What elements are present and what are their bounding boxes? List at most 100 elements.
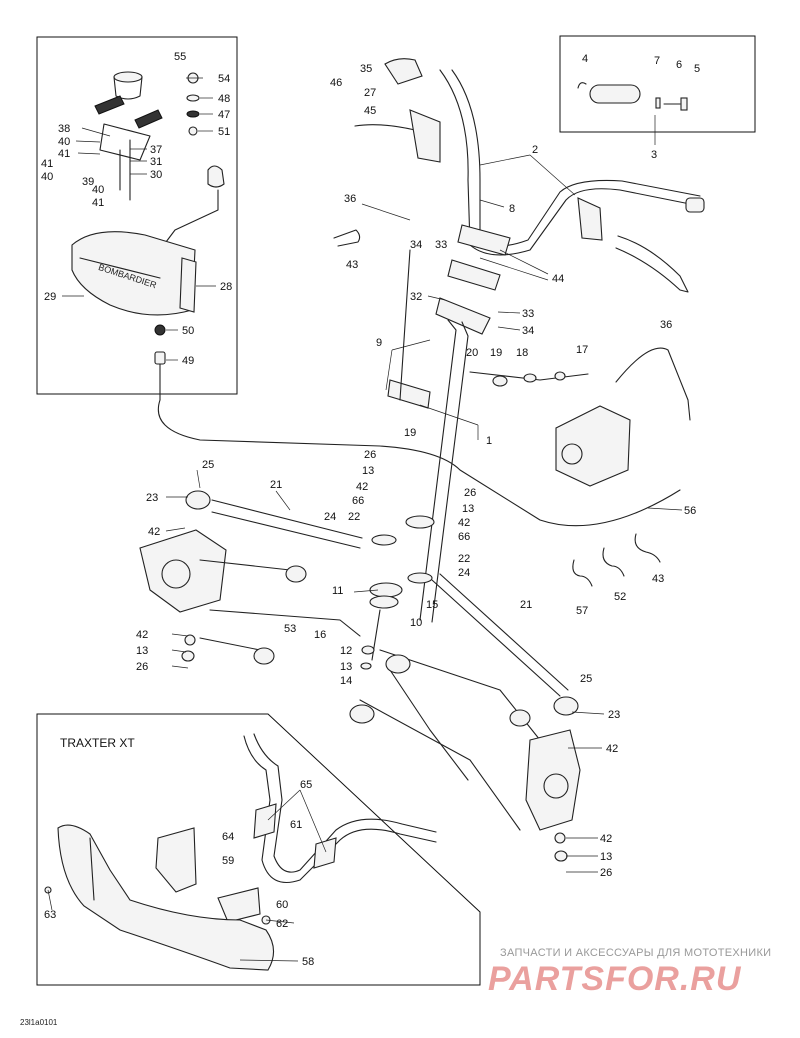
front-suspension (139, 529, 581, 831)
main-handlebar (157, 58, 705, 623)
callout-34: 34 (522, 325, 534, 337)
callout-36: 36 (660, 319, 672, 331)
steering-linkage (181, 490, 661, 862)
callout-29: 29 (44, 291, 56, 303)
callout-13: 13 (600, 851, 612, 863)
grip-assembly (577, 82, 688, 111)
watermark-logo: PARTSFOR.RU (488, 960, 742, 998)
callout-43: 43 (652, 573, 664, 585)
callout-26: 26 (600, 867, 612, 879)
traxter-xt-assembly (44, 733, 437, 971)
callout-13: 13 (462, 503, 474, 515)
callout-42: 42 (606, 743, 618, 755)
callout-22: 22 (458, 553, 470, 565)
callout-42: 42 (148, 526, 160, 538)
callout-10: 10 (410, 617, 422, 629)
handguard-assembly: BOMBARDIER (71, 71, 225, 401)
callout-60: 60 (276, 899, 288, 911)
callout-17: 17 (576, 344, 588, 356)
callout-41: 41 (41, 158, 53, 170)
callout-35: 35 (360, 63, 372, 75)
callout-9: 9 (376, 337, 382, 349)
callout-40: 40 (58, 136, 70, 148)
callout-44: 44 (552, 273, 564, 285)
callout-27: 27 (364, 87, 376, 99)
diagram-reference-code: 23l1a0101 (20, 1018, 58, 1027)
callout-43: 43 (346, 259, 358, 271)
handguard-inset-frame (36, 36, 238, 395)
callout-26: 26 (364, 449, 376, 461)
leader-lines (47, 77, 683, 962)
callout-21: 21 (270, 479, 282, 491)
callout-31: 31 (150, 156, 162, 168)
callout-8: 8 (509, 203, 515, 215)
callout-3: 3 (651, 149, 657, 161)
callout-62: 62 (276, 918, 288, 930)
callout-42: 42 (600, 833, 612, 845)
callout-42: 42 (458, 517, 470, 529)
callout-1: 1 (486, 435, 492, 447)
callout-13: 13 (136, 645, 148, 657)
callout-33: 33 (522, 308, 534, 320)
callout-25: 25 (202, 459, 214, 471)
callout-labels: 55 54 48 47 51 38 40 41 37 31 41 40 39 3… (41, 51, 700, 968)
callout-55: 55 (174, 51, 186, 63)
callout-14: 14 (340, 675, 352, 687)
callout-36: 36 (344, 193, 356, 205)
callout-20: 20 (466, 347, 478, 359)
watermark-tagline: ЗАПЧАСТИ И АКСЕССУАРЫ ДЛЯ МОТОТЕХНИКИ (500, 947, 771, 959)
callout-41: 41 (92, 197, 104, 209)
callout-6: 6 (676, 59, 682, 71)
callout-18: 18 (516, 347, 528, 359)
callout-51: 51 (218, 126, 230, 138)
callout-38: 38 (58, 123, 70, 135)
callout-26: 26 (464, 487, 476, 499)
callout-42: 42 (136, 629, 148, 641)
callout-39: 39 (82, 176, 94, 188)
callout-4: 4 (582, 53, 588, 65)
callout-47: 47 (218, 109, 230, 121)
callout-28: 28 (220, 281, 232, 293)
callout-13: 13 (340, 661, 352, 673)
callout-19: 19 (404, 427, 416, 439)
callout-24: 24 (458, 567, 470, 579)
callout-37: 37 (150, 144, 162, 156)
callout-22: 22 (348, 511, 360, 523)
callout-23: 23 (608, 709, 620, 721)
callout-61: 61 (290, 819, 302, 831)
callout-16: 16 (314, 629, 326, 641)
callout-54: 54 (218, 73, 230, 85)
traxter-xt-inset-title: TRAXTER XT (60, 736, 135, 750)
callout-58: 58 (302, 956, 314, 968)
callout-25: 25 (580, 673, 592, 685)
callout-56: 56 (684, 505, 696, 517)
callout-63: 63 (44, 909, 56, 921)
callout-42: 42 (356, 481, 368, 493)
callout-46: 46 (330, 77, 342, 89)
callout-33: 33 (435, 239, 447, 251)
callout-34: 34 (410, 239, 422, 251)
callout-50: 50 (182, 325, 194, 337)
callout-65: 65 (300, 779, 312, 791)
callout-24: 24 (324, 511, 336, 523)
callout-7: 7 (654, 55, 660, 67)
callout-32: 32 (410, 291, 422, 303)
callout-66: 66 (352, 495, 364, 507)
grip-inset-frame (559, 35, 756, 133)
callout-23: 23 (146, 492, 158, 504)
callout-12: 12 (340, 645, 352, 657)
callout-13: 13 (362, 465, 374, 477)
callout-45: 45 (364, 105, 376, 117)
callout-66: 66 (458, 531, 470, 543)
callout-5: 5 (694, 63, 700, 75)
callout-40: 40 (41, 171, 53, 183)
callout-57: 57 (576, 605, 588, 617)
callout-41: 41 (58, 148, 70, 160)
callout-21: 21 (520, 599, 532, 611)
callout-49: 49 (182, 355, 194, 367)
callout-2: 2 (532, 144, 538, 156)
traxter-xt-inset-frame (36, 713, 481, 986)
callout-19: 19 (490, 347, 502, 359)
callout-15: 15 (426, 599, 438, 611)
